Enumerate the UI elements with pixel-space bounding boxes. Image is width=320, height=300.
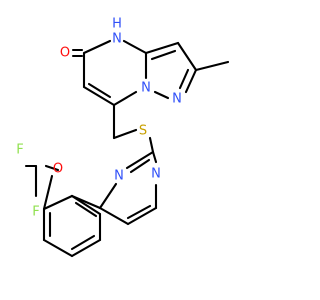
bond-c7-c6-inner — [87, 82, 112, 99]
bond-c4-c5 — [126, 206, 158, 226]
bond-n-bridge-c7 — [112, 90, 138, 107]
bond-c3a-c3 — [144, 41, 180, 55]
atom-n-pym-top: N — [151, 167, 161, 182]
bond-ph1-ph6 — [70, 194, 102, 216]
molecule-structure-canvas: O H N N N S N N O F F — [16, 16, 230, 258]
atom-f-bottom: F — [32, 205, 39, 220]
bond-c2-methyl — [194, 60, 230, 72]
bond-c6-n1 — [98, 182, 118, 210]
atom-f-top: F — [16, 143, 23, 158]
bonds — [24, 39, 230, 258]
bond-ph1-ph2 — [42, 194, 74, 211]
atom-n-pyrazole: N — [172, 92, 182, 107]
bond-ph4-ph5-inner — [70, 234, 96, 251]
bond-c2pym-n1-inner — [129, 158, 151, 174]
bond-c2-n1-inner — [178, 68, 190, 90]
bond-ph6-inner — [74, 201, 98, 218]
atom-n-bridge: N — [141, 81, 151, 96]
bond-c2pym-n3 — [151, 150, 158, 164]
molecule-structure-diagram: O H N N N S N N O F F — [16, 17, 230, 258]
bond-c2pym-n1 — [125, 150, 155, 170]
bond-nh-c3a — [122, 39, 148, 55]
atom-nh-h: H — [112, 17, 122, 32]
atom-nh-n: N — [112, 32, 122, 47]
bond-o-chf2 — [44, 164, 60, 172]
bond-c5-nh — [82, 39, 112, 55]
bond-s-c2pym — [148, 136, 155, 154]
atom-o-keto: O — [60, 46, 70, 61]
bond-ph2-o — [42, 174, 54, 211]
bond-n1-n-bridge — [153, 90, 170, 100]
atom-s: S — [139, 124, 147, 139]
bond-c4-c5-inner — [126, 204, 152, 220]
bond-c7-c6 — [82, 85, 116, 107]
bond-ph4-ph5 — [70, 238, 102, 258]
bond-c3a-c3-inner — [150, 49, 177, 61]
bond-ph3-ph4 — [42, 238, 74, 258]
bond-c2-n1 — [184, 68, 198, 94]
atom-o-ether: O — [53, 162, 63, 177]
bond-c3-c2 — [176, 41, 198, 72]
bond-ch2-s — [112, 128, 138, 140]
atom-n-pym-left: N — [114, 169, 124, 184]
bond-c5-c6 — [98, 206, 130, 226]
atom-labels: O H N N N S N N O F F — [16, 17, 182, 220]
